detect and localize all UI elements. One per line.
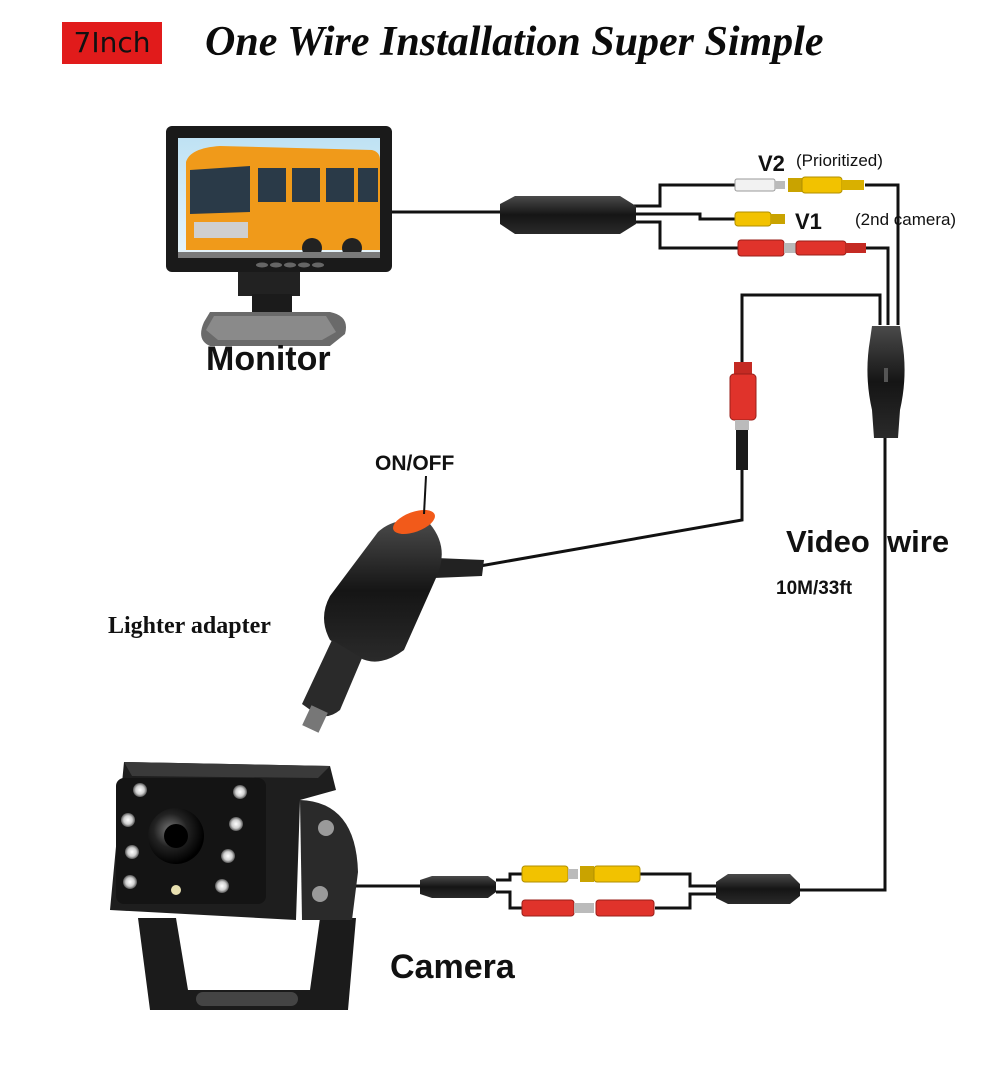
camera-yellow-branch — [496, 872, 522, 882]
power-to-lighter-wire — [740, 293, 882, 362]
rca-v2-white-male — [734, 178, 785, 192]
camera-red-return — [655, 892, 716, 910]
rca-power-red — [737, 239, 866, 257]
video-wire-label: Video wire — [786, 524, 950, 559]
v1-label: V1 — [795, 209, 822, 234]
page-title: One Wire Installation Super Simple — [205, 19, 824, 65]
power-female-wire — [866, 246, 890, 325]
lighter-adapter-label: Lighter adapter — [108, 613, 271, 639]
camera-icon — [110, 762, 358, 1010]
rca-v2-yellow-female — [788, 176, 864, 194]
lighter-adapter-icon — [302, 475, 484, 733]
camera-yellow-return — [640, 872, 716, 888]
lighter-red-plug — [729, 362, 757, 470]
lighter-cable — [479, 470, 744, 568]
monitor-label: Monitor — [206, 340, 331, 378]
size-badge: 7Inch — [62, 22, 162, 64]
on-off-label: ON/OFF — [375, 452, 455, 475]
video-wire — [800, 438, 887, 892]
rca-v1-yellow-female — [734, 211, 785, 227]
camera-label: Camera — [390, 948, 515, 986]
camera-red-branch — [496, 890, 522, 910]
prioritized-label: (Prioritized) — [796, 151, 883, 170]
wires — [352, 183, 900, 910]
monitor-icon — [166, 126, 392, 346]
length-label: 10M/33ft — [776, 578, 853, 599]
splitter-icon — [500, 196, 636, 234]
junction-icon — [867, 326, 905, 438]
second-camera-label: (2nd camera) — [855, 210, 957, 229]
camera-line-connectors — [420, 865, 800, 917]
v2-label: V2 — [758, 151, 785, 176]
branch-v1 — [634, 212, 735, 221]
v2-female-wire — [865, 183, 900, 325]
branch-v2 — [634, 183, 735, 208]
branch-power — [634, 220, 738, 250]
